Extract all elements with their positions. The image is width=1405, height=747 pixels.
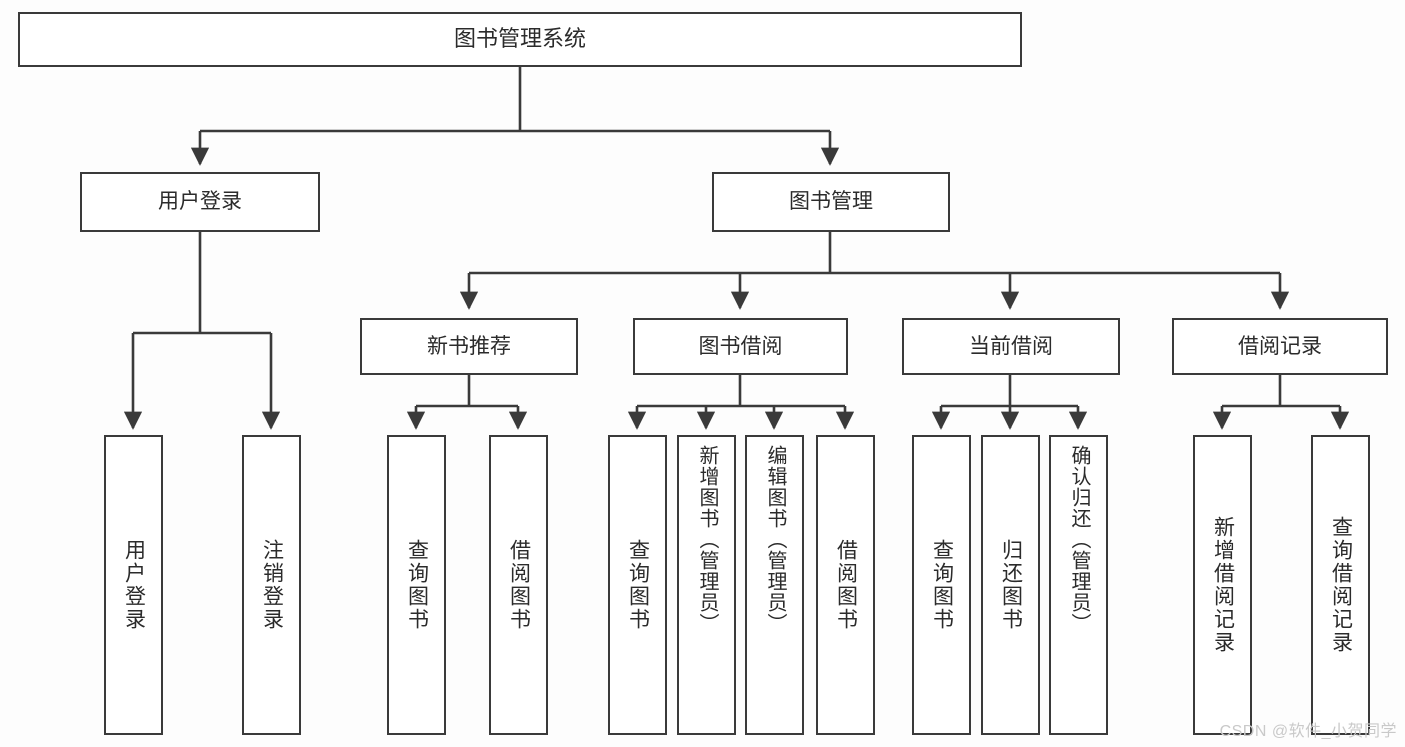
leaf-record-query[interactable]: 查询借阅记录: [1311, 435, 1370, 735]
leaf-label: 查询图书: [405, 539, 429, 631]
leaf-label: 借阅图书: [507, 539, 531, 631]
node-book-borrow[interactable]: 图书借阅: [633, 318, 848, 375]
leaf-label: 借阅图书: [834, 539, 858, 631]
leaf-new-book-query[interactable]: 查询图书: [387, 435, 446, 735]
leaf-user-login-logout[interactable]: 注销登录: [242, 435, 301, 735]
leaf-label: 新增借阅记录: [1211, 516, 1235, 654]
watermark: CSDN @软件_小贺同学: [1219, 723, 1397, 740]
node-user-login[interactable]: 用户登录: [80, 172, 320, 232]
leaf-label: 用户登录: [122, 539, 146, 631]
node-root[interactable]: 图书管理系统: [18, 12, 1022, 67]
leaf-new-book-borrow[interactable]: 借阅图书: [489, 435, 548, 735]
node-user-login-label: 用户登录: [158, 190, 242, 214]
leaf-current-confirm-return[interactable]: 确认归还（管理员）: [1049, 435, 1108, 735]
leaf-borrow-borrow-book[interactable]: 借阅图书: [816, 435, 875, 735]
node-root-label: 图书管理系统: [453, 26, 586, 52]
node-new-book-recommend[interactable]: 新书推荐: [360, 318, 578, 375]
leaf-label: 注销登录: [260, 539, 284, 631]
node-borrow-record-label: 借阅记录: [1238, 334, 1322, 358]
leaf-label: 查询借阅记录: [1329, 516, 1353, 654]
leaf-borrow-query-book[interactable]: 查询图书: [608, 435, 667, 735]
node-current-borrow-label: 当前借阅: [969, 334, 1053, 358]
node-new-book-recommend-label: 新书推荐: [427, 334, 511, 358]
leaf-label: 编辑图书（管理员）: [764, 445, 786, 634]
leaf-label: 查询图书: [930, 539, 954, 631]
node-book-borrow-label: 图书借阅: [698, 334, 783, 358]
leaf-borrow-add-book[interactable]: 新增图书（管理员）: [677, 435, 736, 735]
leaf-label: 确认归还（管理员）: [1068, 445, 1090, 634]
leaf-borrow-edit-book[interactable]: 编辑图书（管理员）: [745, 435, 804, 735]
leaf-label: 查询图书: [626, 539, 650, 631]
leaf-record-add[interactable]: 新增借阅记录: [1193, 435, 1252, 735]
node-book-management[interactable]: 图书管理: [712, 172, 950, 232]
node-book-management-label: 图书管理: [789, 190, 873, 214]
leaf-current-query-book[interactable]: 查询图书: [912, 435, 971, 735]
leaf-label: 新增图书（管理员）: [696, 445, 718, 634]
leaf-user-login-login[interactable]: 用户登录: [104, 435, 163, 735]
node-current-borrow[interactable]: 当前借阅: [902, 318, 1120, 375]
node-borrow-record[interactable]: 借阅记录: [1172, 318, 1388, 375]
leaf-label: 归还图书: [999, 539, 1023, 631]
leaf-current-return-book[interactable]: 归还图书: [981, 435, 1040, 735]
